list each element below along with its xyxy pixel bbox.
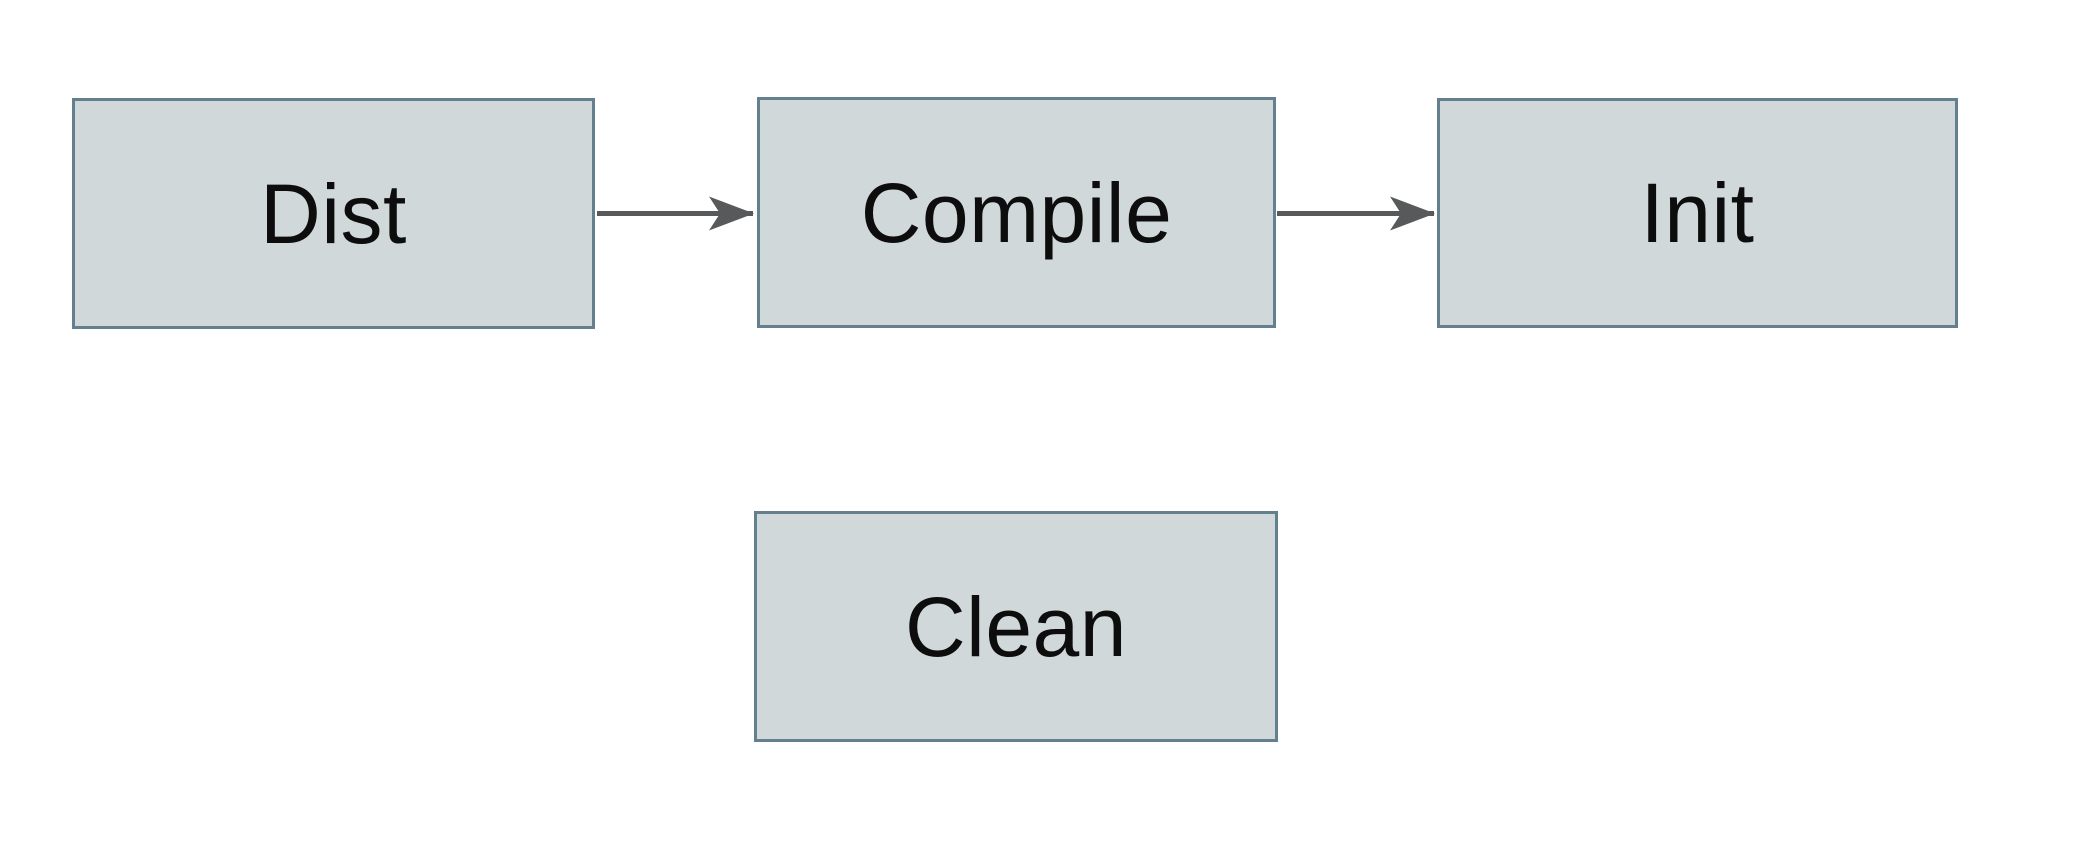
node-clean: Clean [754, 511, 1278, 742]
node-compile-label: Compile [860, 165, 1173, 260]
node-init-label: Init [1640, 166, 1755, 260]
node-compile: Compile [757, 97, 1276, 328]
node-dist: Dist [72, 98, 595, 329]
node-dist-label: Dist [260, 166, 407, 261]
node-init: Init [1437, 98, 1958, 328]
node-clean-label: Clean [905, 579, 1127, 674]
